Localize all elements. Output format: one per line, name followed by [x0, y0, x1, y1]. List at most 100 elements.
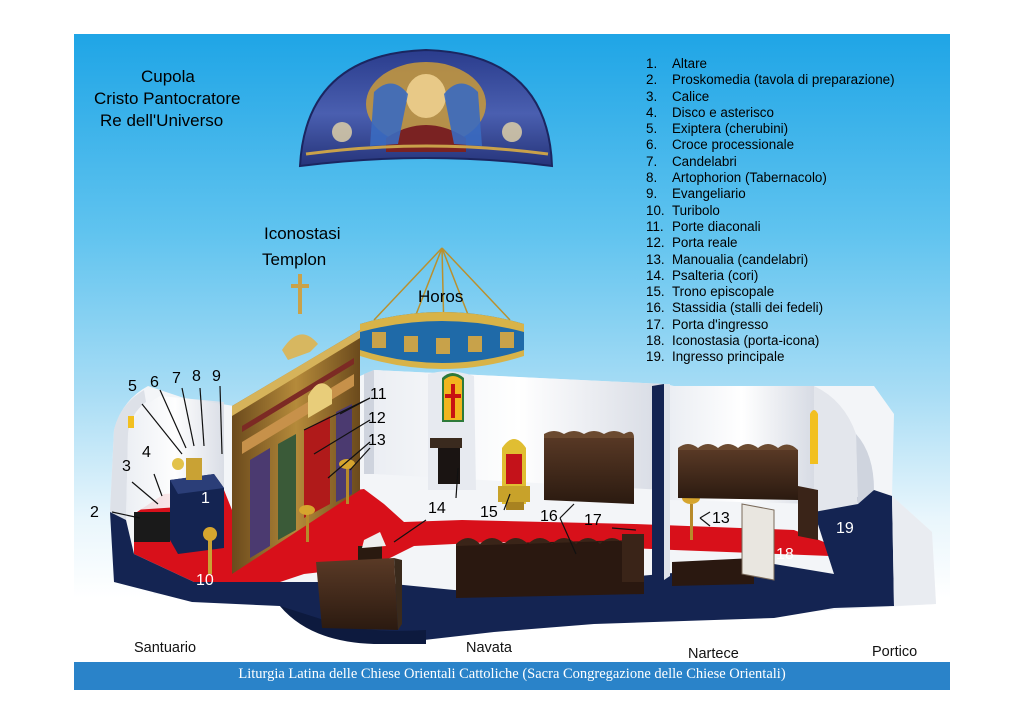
zone-nartece: Nartece: [688, 646, 739, 662]
zone-navata: Navata: [466, 640, 512, 656]
dome-pantocrator: [298, 48, 554, 168]
legend-number: 1.: [646, 56, 658, 71]
cupola-title-line3: Re dell'Universo: [100, 111, 224, 130]
zone-portico: Portico: [872, 644, 918, 660]
marker-6: 6: [150, 374, 159, 391]
legend-text: Disco e asterisco: [672, 104, 774, 120]
legend-number: 3.: [646, 88, 658, 104]
legend-text: Exiptera (cherubini): [672, 121, 789, 137]
legend-text: Artophorion (Tabernacolo): [672, 170, 827, 186]
legend-item: 8. Artophorion (Tabernacolo): [646, 170, 895, 186]
legend-text: Porta reale: [672, 235, 738, 251]
legend-number: 16.: [646, 300, 665, 316]
legend-number: 12.: [646, 235, 665, 251]
psalteria: [316, 438, 462, 630]
marker-4: 4: [142, 444, 151, 461]
legend-item: 17. Porta d'ingresso: [646, 317, 895, 333]
legend-item: 18. Iconostasia (porta-icona): [646, 333, 895, 349]
episcopal-throne: [498, 439, 530, 510]
legend-item: 5. Exiptera (cherubini): [646, 121, 895, 137]
marker-3: 3: [122, 458, 131, 475]
legend-number: 7.: [646, 153, 658, 169]
caption: Liturgia Latina delle Chiese Orientali C…: [238, 666, 786, 682]
marker-15: 15: [480, 504, 498, 521]
marker-2: 2: [90, 504, 99, 521]
legend-item: 6. Croce processionale: [646, 137, 895, 153]
marker-8: 8: [192, 368, 201, 385]
legend-item: 11. Porte diaconali: [646, 219, 895, 235]
marker-9: 9: [212, 368, 221, 385]
legend-item: 15. Trono episcopale: [646, 284, 895, 300]
legend-text: Turibolo: [672, 202, 720, 218]
diagram-panel: Cupola Cristo Pantocratore Re dell'Unive…: [74, 34, 950, 690]
marker-7: 7: [172, 370, 181, 387]
stassidia: [456, 431, 818, 598]
leader-lines: [111, 385, 711, 555]
legend-text: Croce processionale: [672, 137, 795, 153]
horos-title: Horos: [418, 287, 464, 306]
marker-1: 1: [201, 490, 210, 507]
marker-16: 16: [540, 508, 558, 525]
iconostasi-title-line1: Iconostasi: [264, 224, 341, 243]
legend-item: 3. Calice: [646, 89, 895, 105]
legend-number: 4.: [646, 104, 658, 120]
legend-number: 11.: [646, 218, 664, 234]
marker-10: 10: [196, 572, 214, 589]
legend-number: 13.: [646, 251, 665, 267]
legend-item: 2. Proskomedia (tavola di preparazione): [646, 72, 895, 88]
legend-number: 17.: [646, 316, 665, 332]
legend-item: 13. Manoualia (candelabri): [646, 252, 895, 268]
cupola-title-line2: Cristo Pantocratore: [94, 89, 241, 108]
marker-14: 14: [428, 500, 446, 517]
marker-13-nartece: 13: [712, 510, 730, 527]
legend-item: 12. Porta reale: [646, 235, 895, 251]
marker-19: 19: [836, 520, 854, 537]
legend-number: 6.: [646, 137, 658, 153]
legend-text: Candelabri: [672, 153, 737, 169]
legend-text: Calice: [672, 88, 710, 104]
legend-text: Stassidia (stalli dei fedeli): [672, 300, 824, 316]
legend-item: 9. Evangeliario: [646, 186, 895, 202]
legend-item: 4. Disco e asterisco: [646, 105, 895, 121]
marker-13: 13: [368, 432, 386, 449]
legend-text: Iconostasia (porta-icona): [672, 333, 820, 349]
zone-santuario: Santuario: [134, 640, 197, 656]
legend-item: 1. Altare: [646, 56, 895, 72]
legend-text: Evangeliario: [672, 186, 746, 202]
legend-number: 8.: [646, 170, 658, 186]
legend-number: 9.: [646, 186, 658, 202]
legend-item: 19. Ingresso principale: [646, 349, 895, 365]
marker-17: 17: [584, 512, 602, 529]
legend-number: 10.: [646, 202, 665, 218]
iconostasi-title-line2: Templon: [262, 250, 327, 269]
legend-number: 2.: [646, 72, 658, 88]
legend-number: 14.: [646, 267, 665, 283]
legend-text: Porte diaconali: [672, 218, 761, 234]
legend-number: 15.: [646, 284, 665, 300]
marker-5: 5: [128, 378, 137, 395]
horos-chandelier: [360, 247, 524, 369]
legend-item: 16. Stassidia (stalli dei fedeli): [646, 300, 895, 316]
legend-text: Psalteria (cori): [672, 267, 759, 283]
legend-text: Proskomedia (tavola di preparazione): [672, 72, 895, 88]
marker-12: 12: [368, 410, 386, 427]
marker-18: 18: [776, 546, 794, 563]
cupola-title-line1: Cupola: [141, 67, 195, 86]
iconostasis: [232, 274, 360, 574]
legend-text: Porta d'ingresso: [672, 316, 769, 332]
legend-text: Trono episcopale: [672, 284, 775, 300]
legend-list: 1. Altare 2. Proskomedia (tavola di prepara…: [646, 56, 895, 366]
marker-11: 11: [370, 386, 387, 403]
legend-number: 5.: [646, 121, 658, 137]
legend-number: 18.: [646, 333, 665, 349]
legend-item: 14. Psalteria (cori): [646, 268, 895, 284]
doors: [622, 503, 775, 582]
church-cutaway-illustration: [110, 48, 936, 644]
legend-text: Ingresso principale: [672, 349, 785, 365]
legend-item: 10. Turibolo: [646, 203, 895, 219]
altar-area: [134, 458, 224, 574]
legend-text: Manoualia (candelabri): [672, 251, 809, 267]
legend-text: Altare: [672, 56, 707, 71]
legend-number: 19.: [646, 349, 665, 365]
